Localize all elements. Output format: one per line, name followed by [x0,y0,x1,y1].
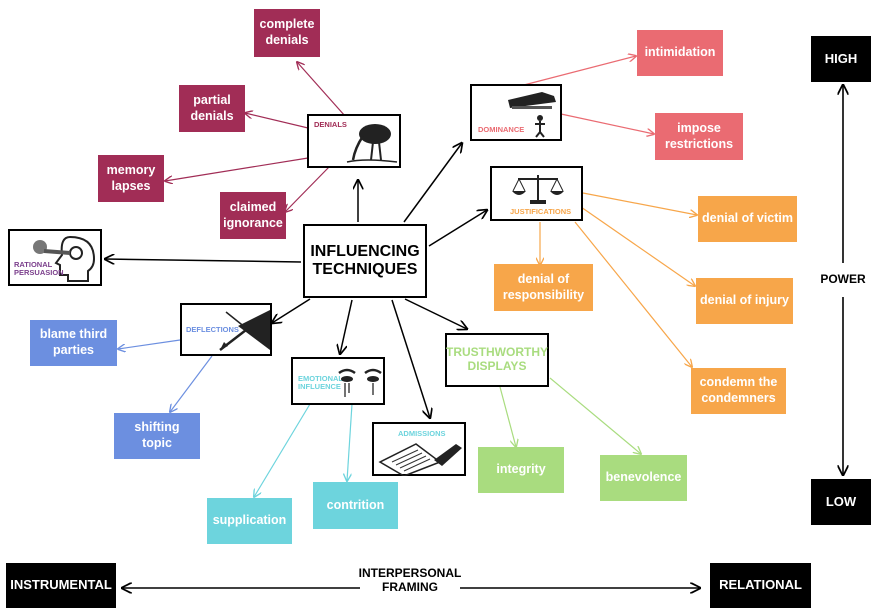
category-deflections: DEFLECTIONS [180,303,272,356]
ostrich-icon [346,124,398,163]
boot-stomp-icon [508,92,556,138]
denials-label: DENIALS [314,120,347,129]
leaf-claimed-ignorance: claimed ignorance [220,192,286,239]
leaf-blame-third-parties: blame third parties [30,320,117,366]
leaf-shifting-topic: shifting topic [114,413,200,459]
arrow-shield-icon [219,310,270,351]
leaf-impose-restrictions: impose restrictions [655,113,743,160]
edge-center-emotional [340,299,353,354]
edge-center-justifications [428,210,487,247]
category-emotional-influence: EMOTIONAL INFLUENCE [291,357,385,405]
leaf-intimidation: intimidation [637,30,723,76]
edge-center-deflections [272,298,311,323]
framing-relational-label: RELATIONAL [710,563,811,608]
category-rational-persuasion: RATIONAL PERSUASION [8,229,102,286]
leaf-memory-lapses: memory lapses [98,155,164,202]
head-gears-icon [33,235,96,282]
category-admissions: ADMISSIONS [372,422,466,476]
leaf-condemn-the-condemners: condemn the condemners [691,368,786,414]
scales-icon [512,175,564,204]
edge-center-dominance [403,143,462,223]
framing-instrumental-label: INSTRUMENTAL [6,563,116,608]
deflections-label: DEFLECTIONS [186,325,239,334]
leaf-partial-denials: partial denials [179,85,245,132]
category-trustworthy-displays: TRUSTHWORTHY DISPLAYS [445,333,549,387]
signing-document-icon [378,443,462,476]
leaf-complete-denials: complete denials [254,9,320,57]
leaf-denial-of-injury: denial of injury [696,278,793,324]
leaf-contrition: contrition [313,482,398,529]
leaf-denial-of-responsibility: denial of responsibility [494,264,593,311]
leaf-supplication: supplication [207,498,292,544]
center-influencing-techniques: INFLUENCING TECHNIQUES [303,224,427,298]
dominance-label: DOMINANCE [478,125,525,134]
power-high-label: HIGH [811,36,871,82]
edge-center-trustworthy [404,298,467,329]
trustworthy-displays-label: TRUSTHWORTHY DISPLAYS [446,345,548,373]
framing-axis-label: INTERPERSONAL FRAMING [358,566,462,595]
category-dominance: DOMINANCE [470,84,562,141]
emotional-influence-label: EMOTIONAL INFLUENCE [298,374,343,391]
power-axis-label: POWER [820,272,866,286]
leaf-benevolence: benevolence [600,455,687,501]
leaf-denial-of-victim: denial of victim [698,196,797,242]
category-justifications: JUSTIFICATIONS [490,166,583,221]
crying-eyes-icon [338,368,382,397]
power-low-label: LOW [811,479,871,525]
edge-center-rational [105,259,302,262]
edge-center-admissions [391,299,430,418]
leaf-integrity: integrity [478,447,564,493]
justifications-label: JUSTIFICATIONS [510,207,572,216]
admissions-label: ADMISSIONS [398,429,446,438]
rational-persuasion-label: RATIONAL PERSUASION [14,260,64,277]
category-denials: DENIALS [307,114,401,168]
